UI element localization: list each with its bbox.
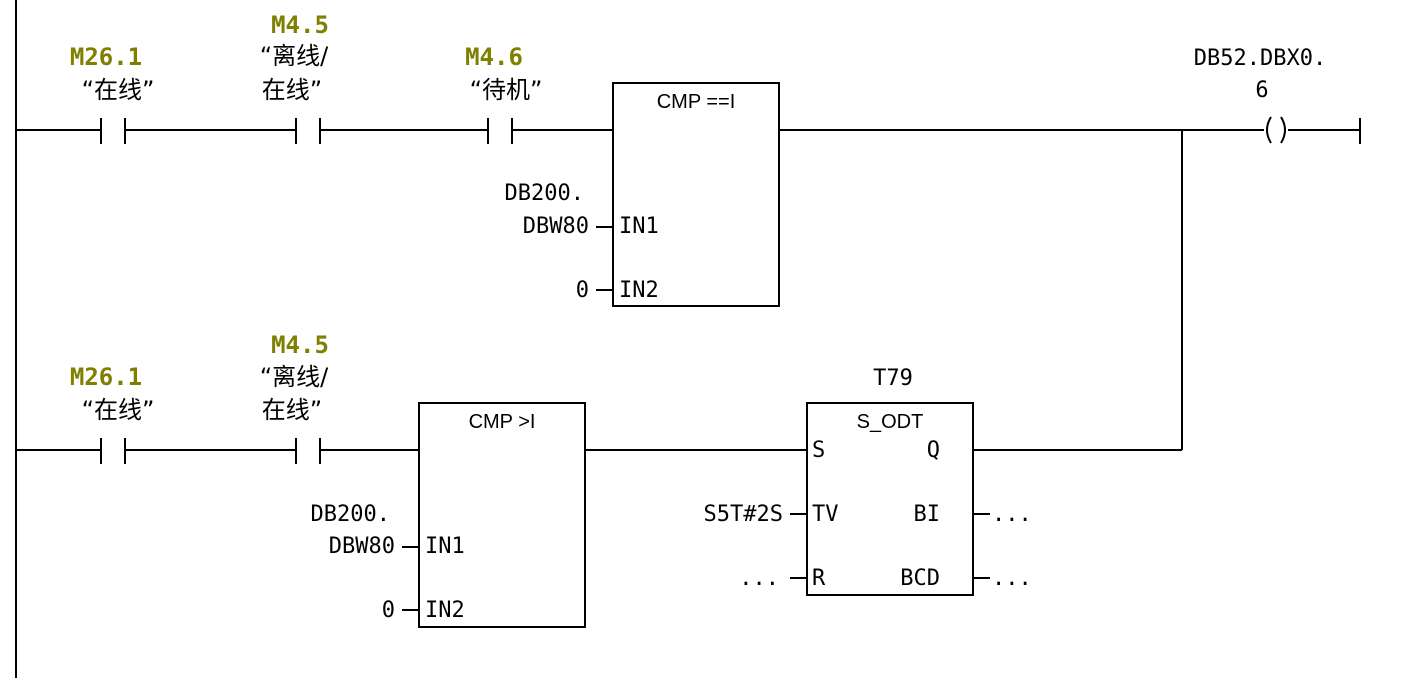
contact-symbol-line-2: 在线” — [262, 76, 322, 104]
in1-value-line-1: DB200. — [505, 181, 584, 206]
in1-label: IN1 — [619, 214, 659, 239]
in2-label: IN2 — [619, 278, 659, 303]
rung-2: M26.1 “在线” M4.5 “离线/ 在线” CMP >I DB200. D… — [16, 130, 1183, 628]
rung-1-contact-m26-1[interactable]: M26.1 “在线” — [70, 43, 155, 144]
tv-value: S5T#2S — [704, 502, 783, 527]
contact-symbol: “待机” — [470, 76, 543, 104]
contact-symbol: “在线” — [82, 76, 155, 104]
bi-value: ... — [992, 502, 1032, 527]
pin-tv: TV — [812, 502, 839, 527]
coil-address-line-1: DB52.DBX0. — [1194, 46, 1326, 71]
pin-s: S — [812, 438, 825, 463]
compare-title: CMP >I — [469, 411, 536, 433]
pin-bi: BI — [914, 502, 941, 527]
contact-address: M4.5 — [271, 331, 329, 359]
in2-label: IN2 — [425, 598, 465, 623]
rung-2-compare-block[interactable]: CMP >I DB200. DBW80 IN1 0 IN2 — [311, 402, 586, 628]
pin-q: Q — [927, 438, 940, 463]
in1-value-line-2: DBW80 — [329, 534, 395, 559]
in2-value: 0 — [576, 278, 589, 303]
contact-address: M26.1 — [70, 43, 142, 71]
rung-1-compare-block[interactable]: CMP ==I DB200. DBW80 IN1 0 IN2 — [505, 82, 780, 307]
contact-symbol-line-1: “离线/ — [260, 363, 329, 391]
in2-value: 0 — [382, 598, 395, 623]
rung-1-contact-m4-5[interactable]: M4.5 “离线/ 在线” — [260, 11, 329, 144]
contact-address: M26.1 — [70, 363, 142, 391]
rung-1-contact-m4-6[interactable]: M4.6 “待机” — [465, 43, 542, 144]
compare-title: CMP ==I — [657, 91, 736, 113]
contact-symbol: “在线” — [82, 396, 155, 424]
timer-name: T79 — [873, 366, 913, 391]
rung-2-contact-m26-1[interactable]: M26.1 “在线” — [70, 363, 155, 464]
contact-address: M4.6 — [465, 43, 523, 71]
rung-1-output-coil[interactable]: DB52.DBX0. 6 — [1194, 46, 1326, 144]
contact-symbol-line-2: 在线” — [262, 396, 322, 424]
in1-value-line-2: DBW80 — [523, 214, 589, 239]
coil-address-line-2: 6 — [1255, 78, 1268, 103]
timer-type: S_ODT — [857, 411, 924, 433]
rung-2-timer-block[interactable]: T79 S_ODT S Q S5T#2S TV BI ... ... R BCD… — [704, 366, 1032, 596]
r-value: ... — [739, 566, 779, 591]
rung-1: M26.1 “在线” M4.5 “离线/ 在线” M4.6 “待机” CMP =… — [16, 11, 1361, 307]
contact-symbol-line-1: “离线/ — [260, 42, 329, 70]
in1-value-line-1: DB200. — [311, 502, 390, 527]
in1-label: IN1 — [425, 534, 465, 559]
rung-2-contact-m4-5[interactable]: M4.5 “离线/ 在线” — [260, 331, 329, 464]
pin-bcd: BCD — [900, 566, 940, 591]
bcd-value: ... — [992, 566, 1032, 591]
contact-address: M4.5 — [271, 11, 329, 39]
pin-r: R — [812, 566, 826, 591]
